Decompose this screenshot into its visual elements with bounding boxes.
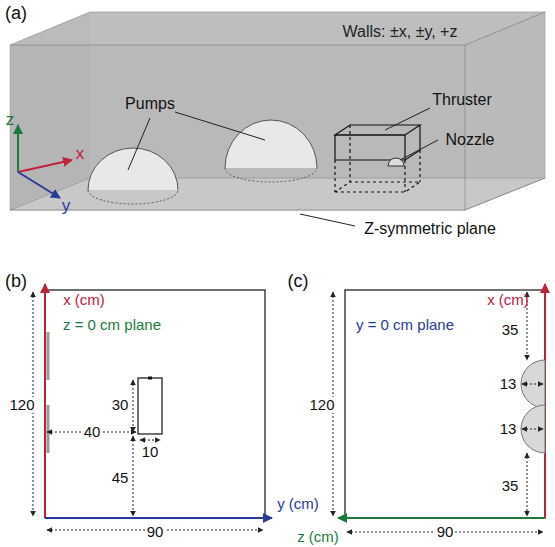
plane-title: z = 0 cm plane xyxy=(61,317,163,334)
dimension-label: 35 xyxy=(500,322,521,339)
panel-letter: (c) xyxy=(286,272,311,292)
axis-label: x xyxy=(74,145,87,164)
plane-z0 xyxy=(33,284,272,530)
dimension-label: 40 xyxy=(82,424,103,441)
axis-title: x (cm) xyxy=(61,292,107,309)
dimension-label: 90 xyxy=(145,524,166,541)
panel-letter: (b) xyxy=(3,272,29,292)
callout-label: Z-symmetric plane xyxy=(362,220,498,238)
dimension-label: 13 xyxy=(498,421,519,438)
axis-label: z xyxy=(4,111,17,130)
axis-label: y xyxy=(60,197,73,216)
dimension-label: 30 xyxy=(110,397,131,414)
panel-letter: (a) xyxy=(3,4,29,24)
callout-label: Pumps xyxy=(123,95,177,113)
thruster-wireframe xyxy=(335,125,420,192)
dimension-label: 45 xyxy=(110,470,131,487)
callout-label: Thruster xyxy=(430,91,494,109)
dimension-label: 120 xyxy=(307,397,336,414)
pump-domes xyxy=(88,120,317,204)
axis-title: y (cm) xyxy=(275,496,321,513)
dimension-label: 13 xyxy=(498,376,519,393)
wall-note: Walls: ±x, ±y, +z xyxy=(341,23,460,41)
dimension-label: 35 xyxy=(500,478,521,495)
axis-title: z (cm) xyxy=(295,529,341,546)
plane-y0 xyxy=(333,284,545,532)
axes-triad xyxy=(18,125,72,198)
axis-title: x (cm) xyxy=(485,292,531,309)
leader-lines xyxy=(128,108,438,226)
dimension-label: 120 xyxy=(7,397,36,414)
dimension-label: 90 xyxy=(435,524,456,541)
dimension-label: 10 xyxy=(140,444,161,461)
plane-title: y = 0 cm plane xyxy=(354,317,456,334)
chamber-box xyxy=(10,12,545,210)
callout-label: Nozzle xyxy=(444,131,497,149)
